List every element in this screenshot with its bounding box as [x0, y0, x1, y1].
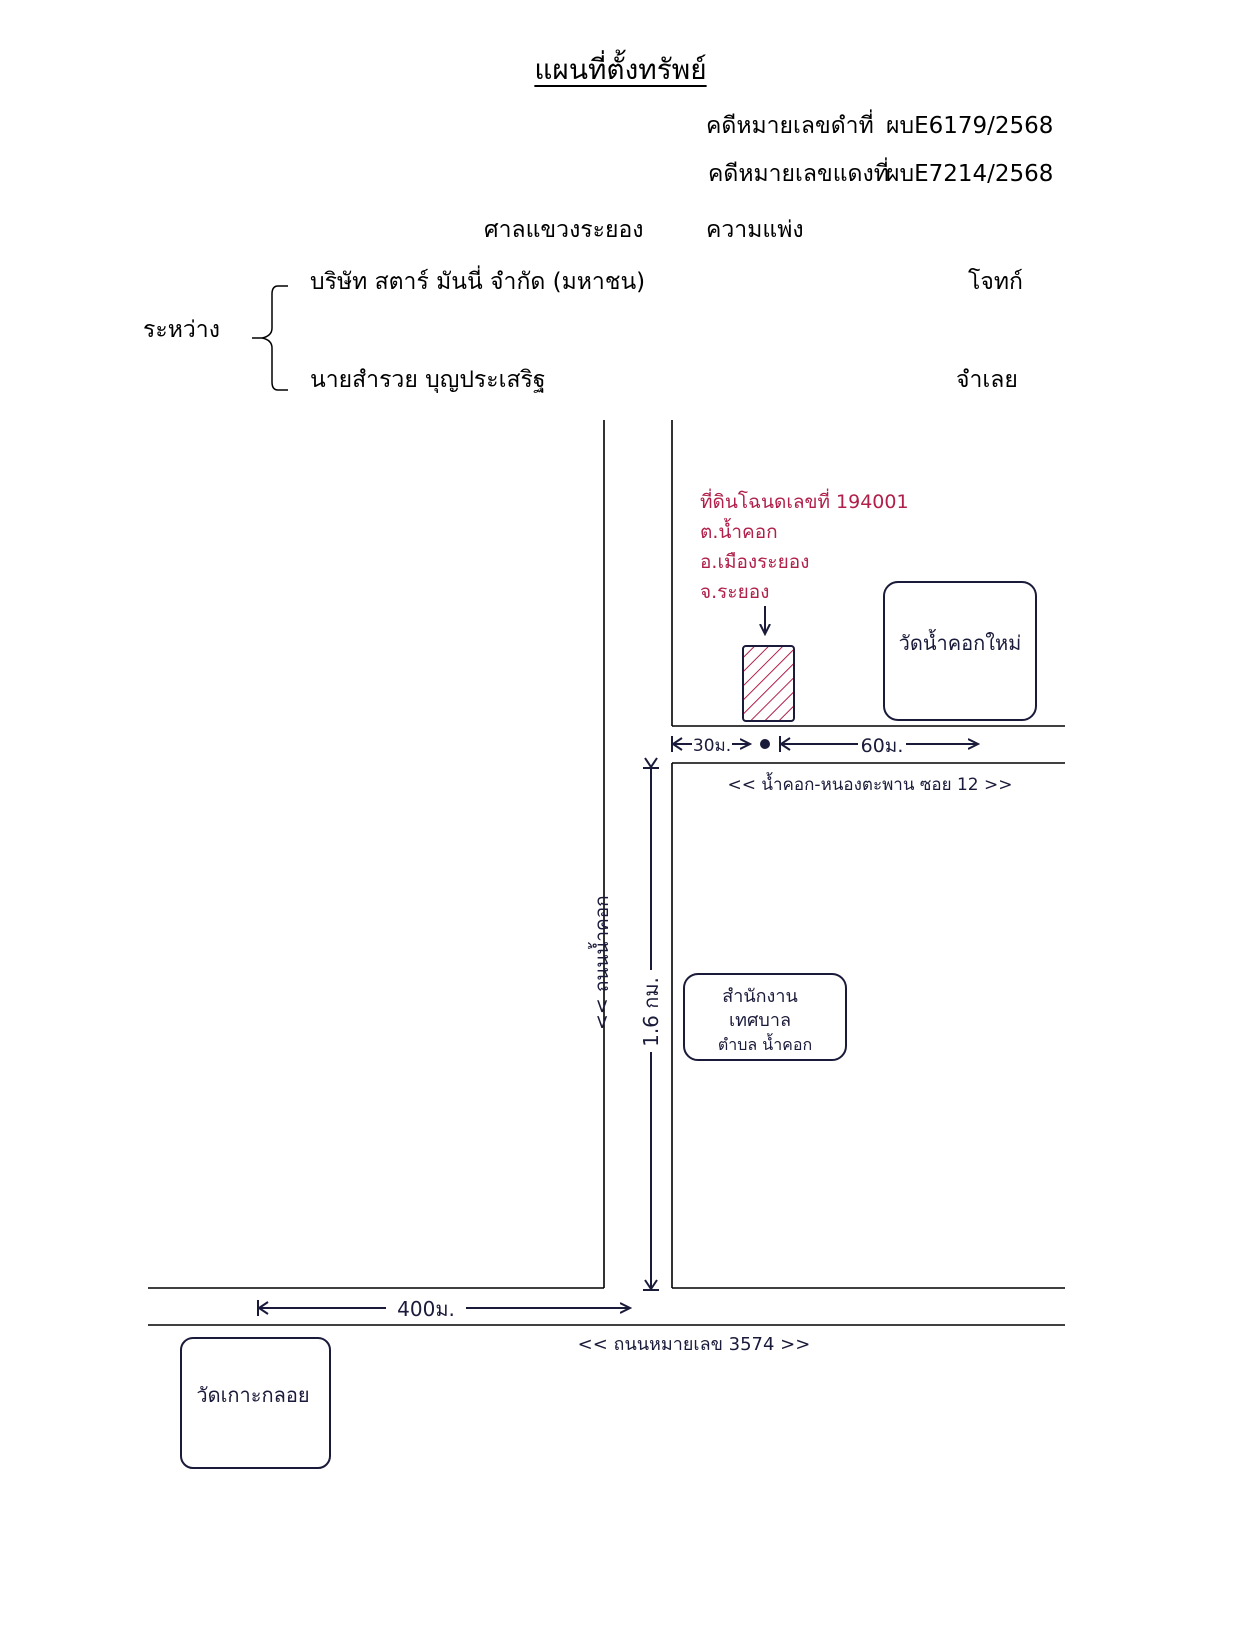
vertical-road-label: << ถนนน้ำคอก	[588, 895, 613, 1030]
soi-road-label: << น้ำคอก-หนองตะพาน ซอย 12 >>	[728, 772, 1013, 795]
land-label: ที่ดินโฉนดเลขที่ 194001 ต.น้ำคอก อ.เมือง…	[700, 488, 909, 603]
dist-16-label: 1.6 กม.	[639, 977, 663, 1047]
page-title: แผนที่ตั้งทรัพย์	[534, 53, 707, 86]
black-case-label: คดีหมายเลขดำที่	[706, 113, 874, 139]
black-case-number: ผบE6179/2568	[886, 113, 1054, 139]
dist-60-label: 60ม.	[861, 735, 904, 757]
plaintiff-role: โจทก์	[968, 269, 1023, 295]
land-subdistrict-text: ต.น้ำคอก	[700, 518, 778, 543]
office-line-3: ตำบล น้ำคอก	[718, 1033, 812, 1054]
defendant-name: นายสำรวย บุญประเสริฐ	[310, 367, 546, 393]
party-brace	[252, 285, 288, 391]
land-district-text: อ.เมืองระยอง	[700, 551, 809, 573]
court-name: ศาลแขวงระยอง	[484, 217, 644, 243]
office-line-2: เทศบาล	[729, 1010, 791, 1031]
main-road-label: << ถนนหมายเลข 3574 >>	[578, 1334, 811, 1355]
case-type: ความแพ่ง	[706, 217, 804, 243]
dist-400-label: 400ม.	[397, 1297, 455, 1321]
roads	[148, 420, 1065, 1326]
reference-point	[760, 739, 770, 749]
temple-bottom-box	[180, 1337, 331, 1469]
land-deed-text: ที่ดินโฉนดเลขที่ 194001	[700, 488, 909, 513]
temple-top-box	[883, 581, 1037, 721]
plaintiff-name: บริษัท สตาร์ มันนี่ จำกัด (มหาชน)	[310, 269, 646, 295]
between-label: ระหว่าง	[143, 317, 220, 343]
red-case-label: คดีหมายเลขแดงที่	[708, 161, 889, 187]
office-line-1: สำนักงาน	[722, 986, 798, 1007]
defendant-role: จำเลย	[956, 367, 1018, 393]
temple-bottom-label: วัดเกาะกลอย	[196, 1383, 309, 1407]
temple-top-label: วัดน้ำคอกใหม่	[899, 629, 1022, 655]
land-province-text: จ.ระยอง	[700, 581, 769, 603]
red-case-number: ผบE7214/2568	[886, 161, 1054, 187]
office-box	[683, 973, 847, 1061]
land-plot	[742, 645, 795, 722]
dist-30-label: 30ม.	[693, 736, 731, 756]
